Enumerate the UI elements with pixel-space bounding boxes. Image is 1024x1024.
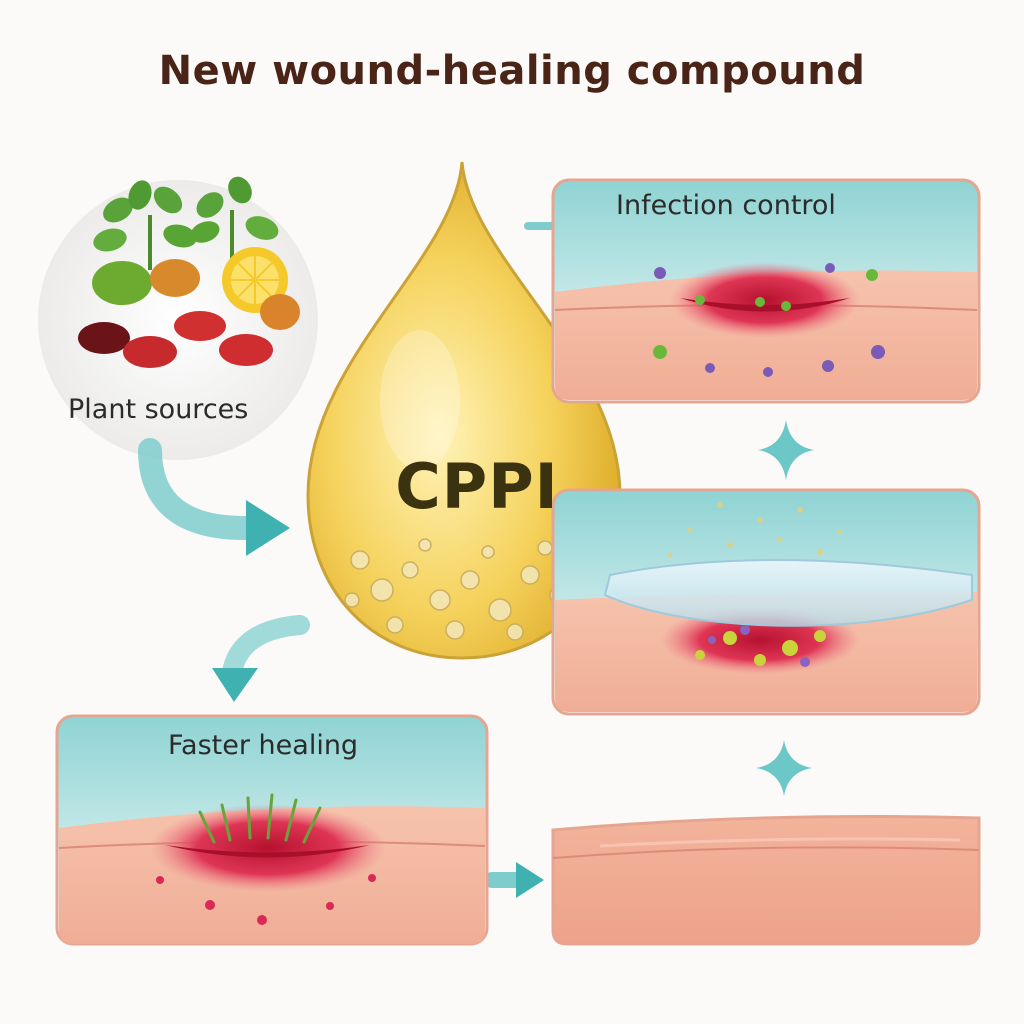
bacteria-icon (654, 263, 885, 377)
new-tissue-icon (198, 793, 322, 844)
sparkle-icon (756, 740, 812, 796)
arrow-compound-to-healing-icon (212, 615, 310, 702)
bean-icon (219, 334, 273, 366)
bacteria-icon (695, 630, 826, 666)
bean-icon (78, 322, 130, 354)
seed-icon (150, 259, 200, 297)
leaf-sprig-icon (93, 180, 197, 270)
page-title: New wound-healing compound (158, 48, 866, 94)
bacteria-icon (708, 625, 810, 667)
leaf-sprig-icon (190, 176, 279, 260)
panel-faster-healing (55, 714, 489, 946)
sparkle-icon (758, 420, 814, 480)
bacteria-icon (653, 269, 878, 359)
particle-cluster (667, 502, 843, 558)
bean-icon (123, 336, 177, 368)
bean-icon (174, 311, 226, 341)
label-faster-healing: Faster healing (168, 730, 359, 761)
panel-barrier (551, 488, 981, 716)
arrow-plant-to-compound-icon (138, 438, 290, 556)
panel-infection-control (551, 178, 981, 404)
panel-healed-skin (551, 815, 981, 946)
label-plant-sources: Plant sources (68, 394, 249, 425)
wound-icon (150, 804, 386, 892)
plant-sources-group (38, 176, 318, 460)
arrow-healing-to-healed-icon (484, 862, 544, 898)
compound-label: CPPI (395, 450, 559, 523)
seed-icon (260, 294, 300, 330)
label-infection-control: Infection control (616, 190, 836, 221)
wound-icon (670, 262, 860, 338)
green-fruit-icon (92, 261, 152, 305)
blood-drop-icon (156, 874, 376, 925)
protective-film (603, 559, 973, 627)
